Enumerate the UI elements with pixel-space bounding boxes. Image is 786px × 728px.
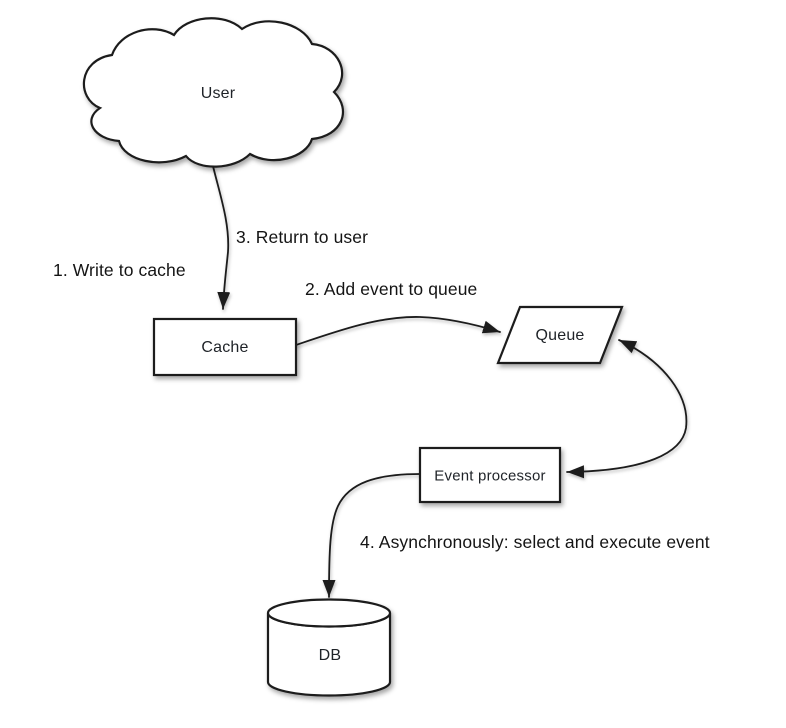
event-processor-box-shape xyxy=(418,446,562,504)
db-node-label: DB xyxy=(318,647,342,664)
db-cylinder-shape xyxy=(266,598,392,697)
cache-box-shape xyxy=(152,317,298,377)
step-1-write-to-cache-label: 1. Write to cache xyxy=(53,260,186,280)
user-node-label: User xyxy=(200,85,236,102)
step-4-asynchronously-label: 4. Asynchronously: select and execute ev… xyxy=(360,532,710,552)
event-processor-node-label: Event processor xyxy=(434,467,546,485)
edge-user-to-cache xyxy=(211,161,231,310)
queue-parallelogram-shape xyxy=(496,305,624,365)
edge-queue-eventprocessor-bidirectional xyxy=(566,339,688,479)
diagram-shapes xyxy=(82,17,624,697)
edge-cache-to-queue xyxy=(295,316,501,346)
db-cylinder-top-rim xyxy=(266,598,392,628)
edge-eventprocessor-to-db xyxy=(322,473,421,598)
user-cloud-shape xyxy=(82,17,344,168)
queue-node-label: Queue xyxy=(535,327,585,344)
cache-node-label: Cache xyxy=(201,339,249,356)
diagram-edges xyxy=(211,161,688,598)
step-2-add-event-to-queue-label: 2. Add event to queue xyxy=(305,279,478,299)
step-3-return-to-user-label: 3. Return to user xyxy=(236,227,369,247)
